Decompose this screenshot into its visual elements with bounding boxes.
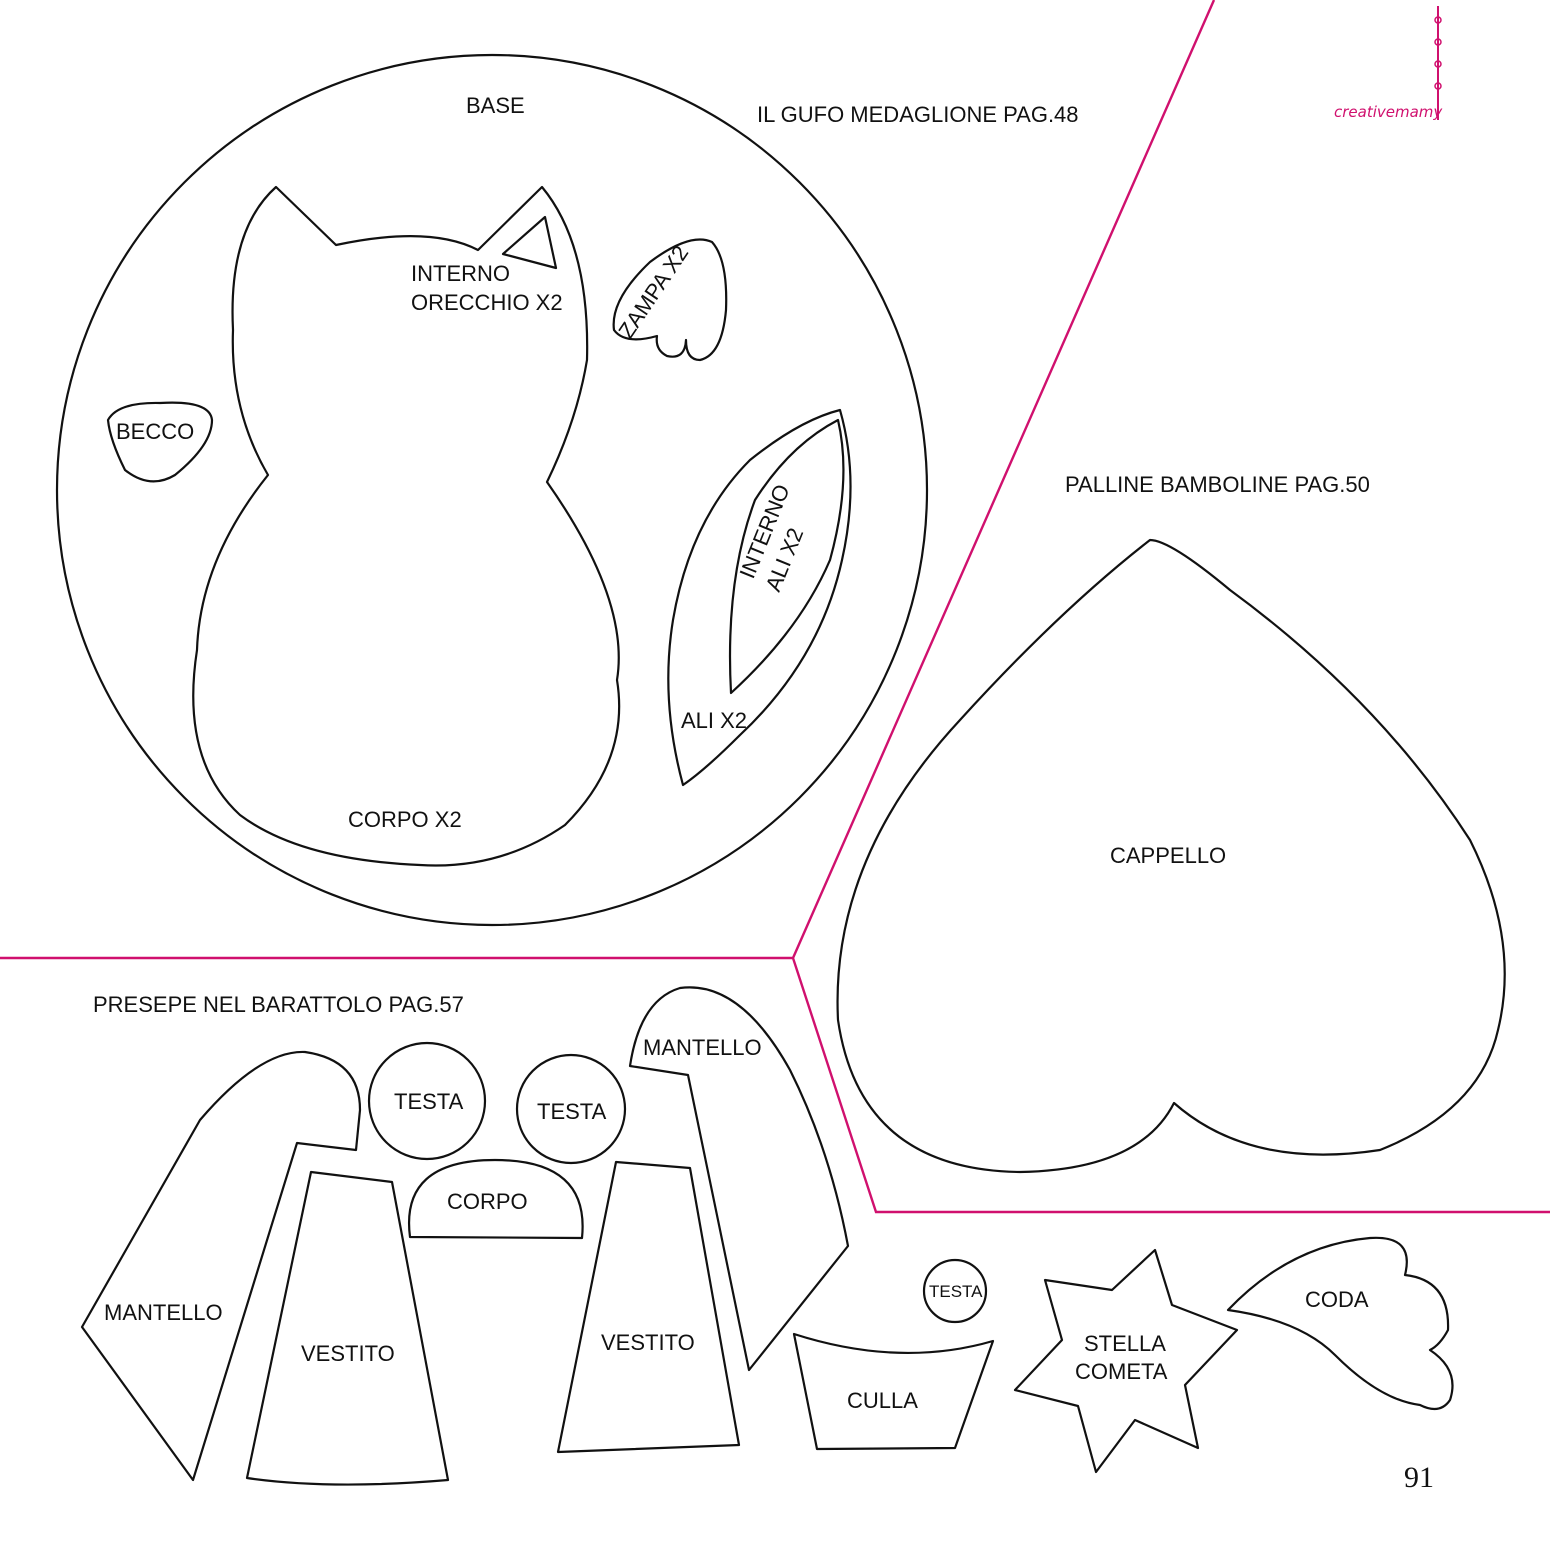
becco-label: BECCO [116, 419, 194, 444]
brand-logo: creativemamy [1334, 6, 1443, 121]
testa-2-circle [515, 1053, 627, 1165]
page-number: 91 [1404, 1461, 1434, 1494]
mantello-left-shape [80, 1050, 362, 1482]
interno-ali-shape [728, 418, 845, 695]
stella-label-2: COMETA [1075, 1359, 1168, 1384]
corpo-label: CORPO X2 [348, 807, 462, 832]
coda-label: CODA [1305, 1287, 1369, 1312]
interno-orecchio-label-1: INTERNO [411, 261, 510, 286]
stella-cometa-shape [1013, 1248, 1239, 1474]
interno-orecchio-label-2: ORECCHIO X2 [411, 290, 563, 315]
presepe-section-title: PRESEPE NEL BARATTOLO PAG.57 [93, 992, 464, 1017]
vestito-left-label: VESTITO [301, 1341, 395, 1366]
stella-label-1: STELLA [1084, 1331, 1166, 1356]
culla-label: CULLA [847, 1388, 918, 1413]
corpo-halfcircle-shape [407, 1158, 584, 1240]
culla-shape [792, 1332, 995, 1451]
mantello-right-label: MANTELLO [643, 1035, 762, 1060]
ali-label: ALI X2 [681, 708, 747, 733]
mantello-left-label: MANTELLO [104, 1300, 223, 1325]
testa-1-circle [367, 1041, 487, 1161]
section-divider [0, 0, 1550, 1214]
testa-1-label: TESTA [394, 1089, 464, 1114]
interno-orecchio-shape [501, 215, 558, 270]
cappello-heart-shape [836, 538, 1506, 1174]
corpo-label: CORPO [447, 1189, 528, 1214]
vestito-left-shape [245, 1170, 450, 1486]
vestito-right-shape [556, 1160, 741, 1454]
cappello-label: CAPPELLO [1110, 843, 1226, 868]
testa-small-circle [922, 1258, 988, 1324]
zampa-shape [612, 238, 728, 362]
gufo-section-title: IL GUFO MEDAGLIONE PAG.48 [757, 102, 1079, 127]
testa-2-label: TESTA [537, 1099, 607, 1124]
testa-small-label: TESTA [929, 1282, 983, 1301]
becco-shape [106, 401, 214, 483]
mantello-right-shape [628, 986, 850, 1372]
corpo-owl-shape [192, 185, 621, 867]
base-label: BASE [466, 93, 525, 118]
coda-shape [1226, 1236, 1454, 1411]
brand-name: creativemamy [1334, 103, 1443, 121]
palline-section-title: PALLINE BAMBOLINE PAG.50 [1065, 472, 1370, 497]
vestito-right-label: VESTITO [601, 1330, 695, 1355]
